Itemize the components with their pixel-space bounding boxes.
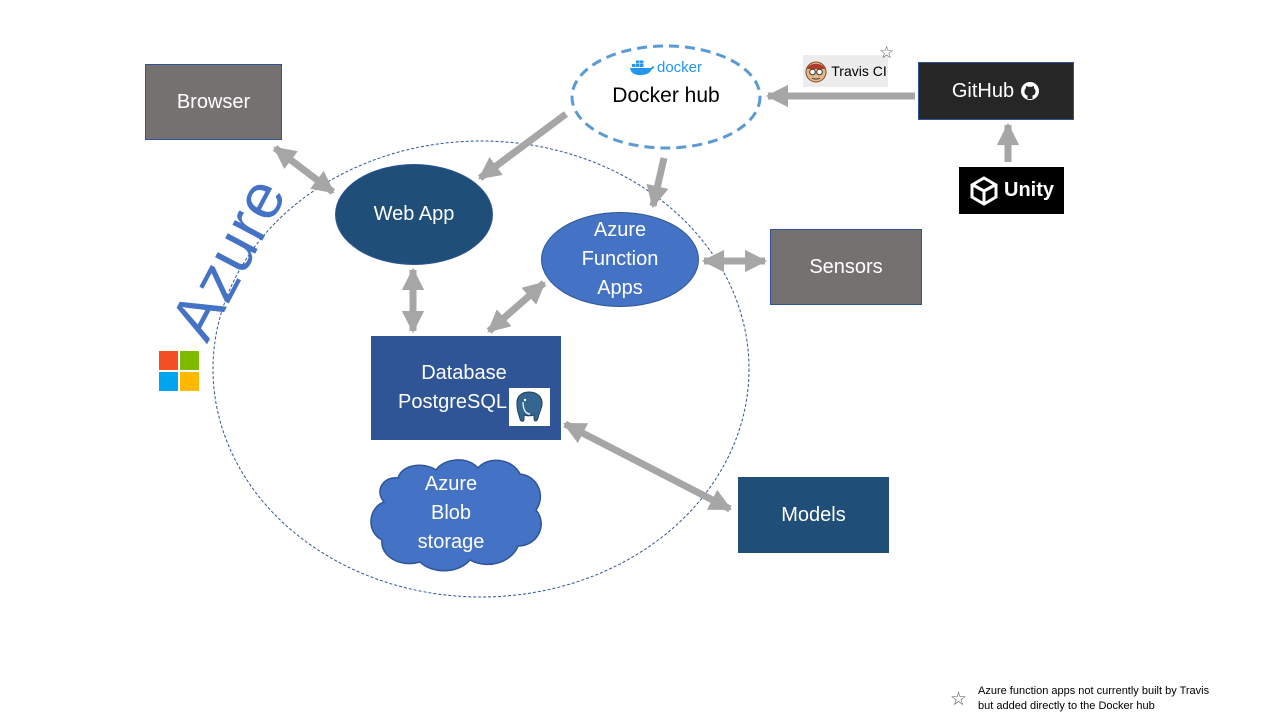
github-label: GitHub [951, 79, 1015, 102]
models-node: Models [738, 477, 889, 553]
web-app-node: Web App [335, 164, 493, 265]
travis-label: Travis CI [831, 63, 887, 79]
travis-star-icon: ☆ [879, 43, 895, 62]
arrow-database-functionapps [486, 280, 547, 334]
docker-hub-node: docker Docker hub [574, 48, 758, 146]
docker-hub-label: Docker hub [612, 84, 720, 107]
unity-label: Unity [1004, 179, 1054, 201]
footnote-text: Azure function apps not currently built … [978, 684, 1268, 714]
browser-node: Browser [145, 64, 282, 140]
models-label: Models [781, 503, 846, 526]
arrow-dockerhub-functionapps [646, 157, 669, 209]
web-app-label: Web App [373, 203, 455, 225]
docker-logo-text: docker [657, 58, 703, 76]
github-node: GitHub [918, 62, 1074, 120]
sensors-label: Sensors [809, 255, 883, 278]
blob-storage-line3: storage [417, 531, 485, 553]
blob-storage-node: Azure Blob storage [392, 470, 510, 557]
postgresql-elephant-icon [509, 388, 550, 426]
database-node: Database PostgreSQL [371, 336, 561, 440]
travis-ci-badge: Travis CI [803, 55, 888, 87]
function-apps-line1: Azure [593, 219, 647, 241]
sensors-node: Sensors [770, 229, 922, 305]
arrow-dockerhub-webapp [477, 111, 569, 181]
blob-storage-line2: Blob [430, 502, 472, 524]
database-label-line1: Database [421, 362, 507, 384]
footnote-star-icon: ☆ [950, 689, 968, 710]
blob-storage-cloud [370, 459, 542, 572]
azure-boundary [212, 140, 750, 598]
docker-logo: docker [629, 56, 719, 78]
unity-node: Unity [959, 167, 1064, 214]
blob-storage-line1: Azure [424, 473, 478, 495]
footnote-line1: Azure function apps not currently built … [978, 685, 1210, 697]
function-apps-node: Azure Function Apps [541, 212, 699, 307]
database-label-line2: PostgreSQL [398, 391, 507, 413]
function-apps-line2: Function [581, 248, 659, 270]
unity-cube-icon [970, 175, 998, 206]
microsoft-logo-icon [159, 351, 199, 391]
footnote-line2: but added directly to the Docker hub [978, 700, 1155, 712]
function-apps-line3: Apps [597, 277, 643, 299]
travis-mascot-icon [805, 61, 827, 83]
docker-hub-ring [570, 44, 762, 150]
github-octocat-icon [1021, 82, 1040, 100]
arrow-database-models [563, 420, 732, 513]
docker-whale-icon [630, 60, 655, 76]
arrow-browser-webapp [272, 145, 336, 195]
browser-label: Browser [176, 90, 251, 113]
